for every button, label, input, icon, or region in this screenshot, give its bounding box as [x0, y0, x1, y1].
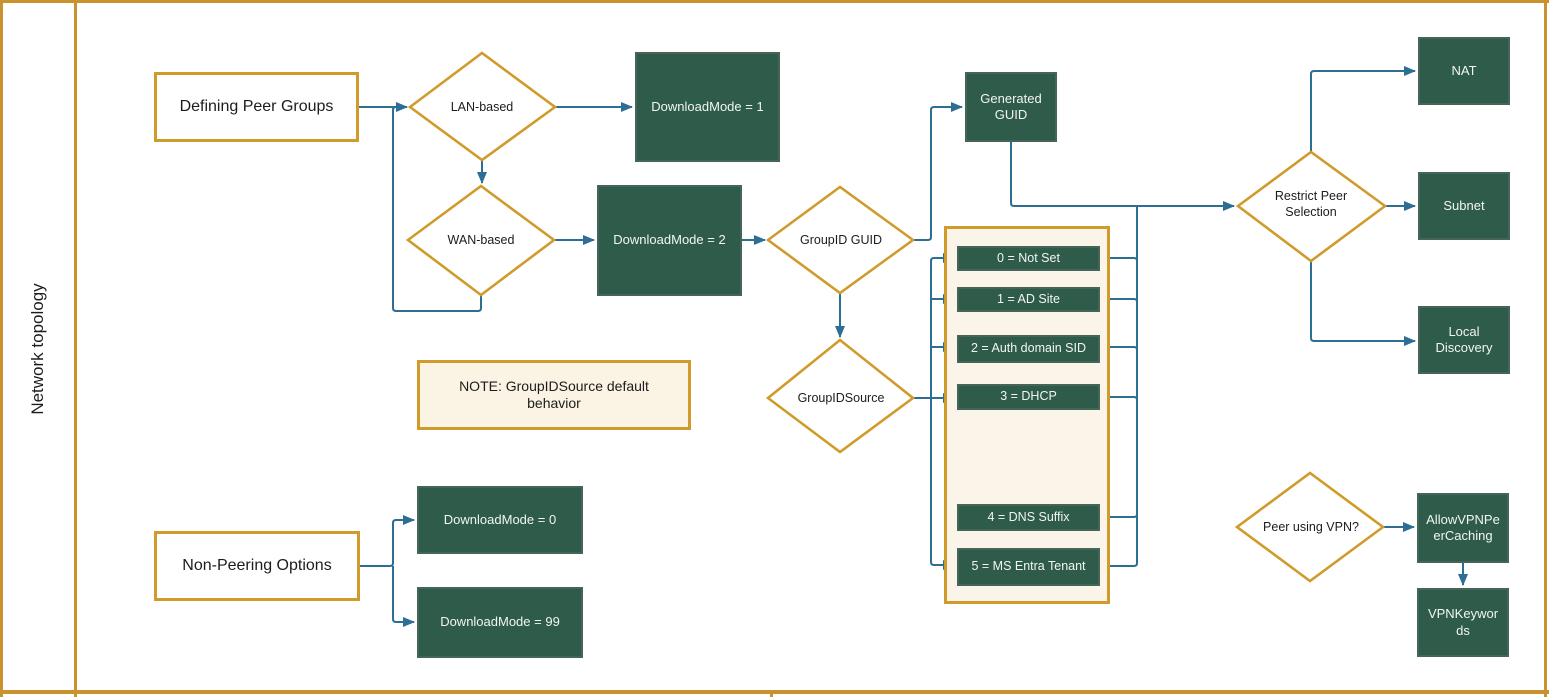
vpnkeywords-box: VPNKeywords — [1417, 588, 1509, 657]
download-mode-99-box: DownloadMode = 99 — [417, 587, 583, 658]
connector-restrict-to-local-discovery — [1310, 261, 1416, 346]
next-row-divider-stub — [770, 694, 773, 697]
local-discovery-box: Local Discovery — [1418, 306, 1510, 374]
nat-box: NAT — [1418, 37, 1510, 105]
diamond-restrict-peer — [1235, 150, 1388, 263]
groupidsource-value-1: 1 = AD Site — [957, 287, 1100, 312]
note-box: NOTE: GroupIDSource default behavior — [417, 360, 691, 430]
swimlane-left-border — [0, 0, 3, 697]
defining-peer-groups-box: Defining Peer Groups — [154, 72, 359, 142]
swimlane-top-border — [0, 0, 1549, 3]
subnet-box: Subnet — [1418, 172, 1510, 240]
swimlane-right-border — [1544, 0, 1547, 697]
connector-restrict-to-nat — [1310, 66, 1416, 152]
groupidsource-value-0: 0 = Not Set — [957, 246, 1100, 271]
swimlane-label-divider — [74, 0, 77, 697]
download-mode-0-box: DownloadMode = 0 — [417, 486, 583, 554]
connector-groupid-guid-to-generated-guid — [913, 102, 963, 241]
groupidsource-value-2: 2 = Auth domain SID — [957, 335, 1100, 363]
diamond-wan-based — [405, 184, 557, 297]
swimlane-bottom-border — [0, 690, 1549, 694]
diamond-groupidsource — [765, 338, 916, 454]
connector-nonpeering-to-dm99 — [392, 566, 415, 627]
decision-diamonds — [405, 51, 1388, 583]
connector-generated-guid-to-restrict — [1010, 142, 1235, 211]
allowvpnpeercaching-box: AllowVPNPeerCaching — [1417, 493, 1509, 563]
generated-guid-box: Generated GUID — [965, 72, 1057, 142]
groupidsource-value-5: 5 = MS Entra Tenant — [957, 548, 1100, 586]
groupidsource-value-3: 3 = DHCP — [957, 384, 1100, 410]
download-mode-2-box: DownloadMode = 2 — [597, 185, 742, 296]
connector-nonpeering-to-dm0 — [360, 515, 415, 567]
diamond-groupid-guid — [765, 185, 916, 295]
connector-gis-to-value5 — [930, 398, 955, 570]
download-mode-1-box: DownloadMode = 1 — [635, 52, 780, 162]
non-peering-options-box: Non-Peering Options — [154, 531, 360, 601]
diamond-peer-using-vpn — [1234, 471, 1386, 583]
groupidsource-value-4: 4 = DNS Suffix — [957, 504, 1100, 531]
diamond-lan-based — [407, 51, 558, 162]
connector-gis-to-value0 — [930, 253, 955, 398]
